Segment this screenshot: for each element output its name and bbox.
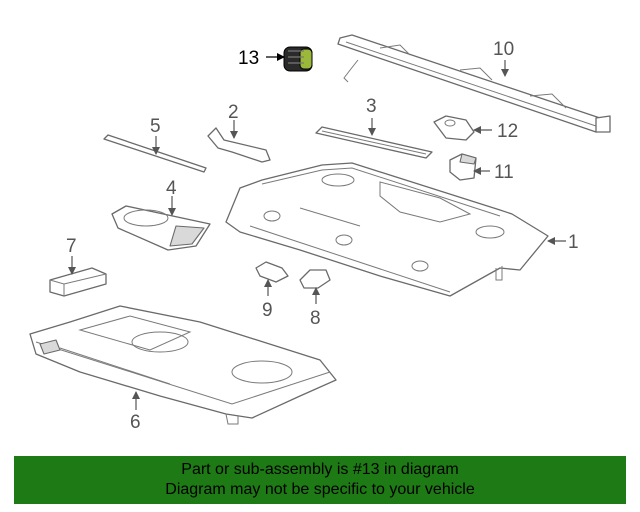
part-5-strip[interactable] [103, 134, 207, 173]
part-9-pad[interactable] [255, 261, 289, 283]
callout-10: 10 [493, 39, 514, 60]
callout-3: 3 [366, 96, 377, 117]
part-12-cover[interactable] [433, 115, 475, 141]
callout-8: 8 [310, 308, 321, 329]
part-13-clip[interactable] [283, 46, 313, 72]
callout-9: 9 [262, 300, 273, 321]
part-10-upper-trim[interactable] [337, 34, 611, 133]
callout-13: 13 [238, 48, 259, 69]
banner-line-2: Diagram may not be specific to your vehi… [165, 481, 475, 498]
banner-line-1: Part or sub-assembly is #13 in diagram [181, 461, 459, 478]
part-4-speaker-trim[interactable] [111, 205, 211, 251]
callout-11: 11 [494, 162, 514, 183]
part-6-lower-shelf[interactable] [29, 305, 337, 425]
parts-diagram: 13 10 5 2 3 12 11 [29, 34, 611, 433]
part-2-bracket[interactable] [207, 127, 271, 163]
info-banner: Part or sub-assembly is #13 in diagram D… [14, 456, 626, 504]
callout-4: 4 [166, 178, 177, 199]
part-3-panel[interactable] [315, 126, 433, 159]
callout-6: 6 [130, 412, 141, 433]
callout-2: 2 [228, 102, 239, 123]
part-7-block[interactable] [49, 267, 107, 297]
part-1-package-shelf[interactable] [225, 162, 549, 297]
callout-1: 1 [568, 232, 579, 253]
callout-12: 12 [497, 121, 518, 142]
callout-5: 5 [150, 116, 161, 137]
part-11-block[interactable] [449, 153, 477, 181]
callout-7: 7 [66, 236, 77, 257]
part-8-cover[interactable] [299, 269, 331, 289]
